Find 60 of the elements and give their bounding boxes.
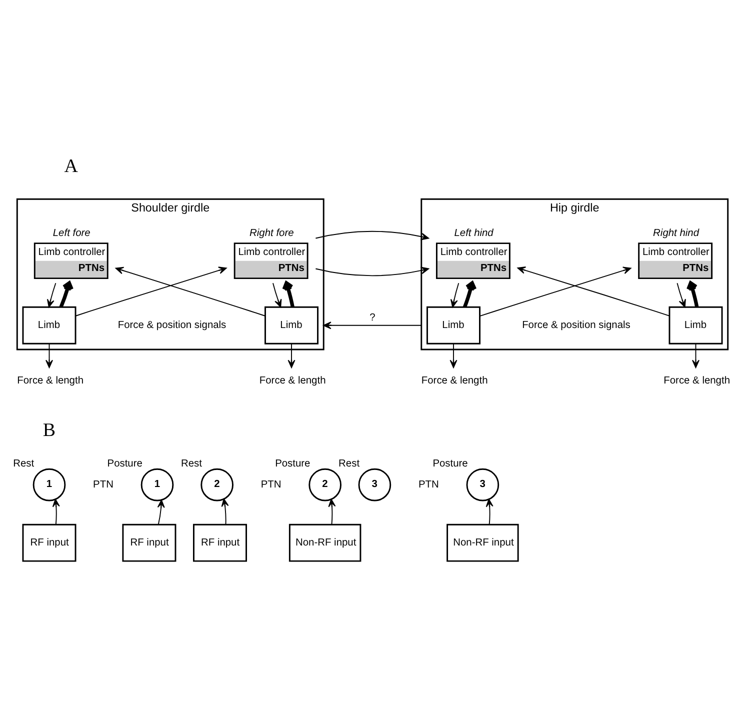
label: Force & position signals xyxy=(522,320,630,332)
label: PTN xyxy=(418,480,439,491)
label: A xyxy=(64,156,78,178)
edge-label: ? xyxy=(370,312,376,324)
node-box: Limb xyxy=(22,306,76,344)
node-label: Posture xyxy=(432,458,468,470)
node-text: Force & length xyxy=(664,376,730,387)
node-box: Limb xyxy=(426,306,480,344)
node-circle: 3 xyxy=(466,468,500,502)
node-label: Right fore xyxy=(250,228,294,240)
node-circle: 1 xyxy=(32,468,66,502)
node-box: Non-RF input xyxy=(288,524,362,562)
node-label: Posture xyxy=(107,458,142,470)
arrow xyxy=(686,281,699,308)
arrow xyxy=(59,281,74,308)
arrow xyxy=(46,282,56,308)
arrow xyxy=(75,266,227,316)
label: B xyxy=(42,420,56,442)
arrow xyxy=(46,343,53,368)
node-box: RF input xyxy=(193,524,247,562)
node-box: RF input xyxy=(122,524,176,562)
node-box: Limb xyxy=(668,306,723,344)
node-label: Rest xyxy=(338,458,360,470)
node-text: Force & length xyxy=(259,376,326,387)
arrow xyxy=(115,266,266,316)
node-circle: 1 xyxy=(140,468,174,502)
arrow xyxy=(676,282,686,308)
arrow xyxy=(315,230,430,276)
label: Force & position signals xyxy=(118,320,226,332)
arrow xyxy=(517,266,670,316)
node-circle: 2 xyxy=(308,468,342,502)
node-box: Non-RF input xyxy=(446,524,519,562)
node-box: RF input xyxy=(22,524,76,562)
arrow xyxy=(323,322,422,330)
arrow xyxy=(692,343,700,368)
node-label: Rest xyxy=(13,458,34,470)
node-label: Rest xyxy=(180,458,202,470)
node-label: Posture xyxy=(275,458,310,470)
arrow xyxy=(288,343,296,368)
arrow xyxy=(450,343,458,368)
node-circle: 3 xyxy=(358,468,392,502)
arrow xyxy=(52,498,60,525)
arrow xyxy=(486,498,494,525)
arrow xyxy=(272,282,282,308)
node-label: Right hind xyxy=(653,228,700,240)
label: PTN xyxy=(93,480,114,491)
node-label: Left hind xyxy=(454,228,494,240)
node-label: Left fore xyxy=(52,228,90,240)
arrow xyxy=(282,281,294,308)
label: PTN xyxy=(260,480,282,491)
node-circle: 2 xyxy=(200,468,234,502)
node-box: Limb xyxy=(264,306,318,344)
arrow xyxy=(479,266,632,317)
arrow xyxy=(462,281,477,308)
arrow xyxy=(450,282,460,308)
arrow xyxy=(328,498,336,525)
arrow xyxy=(221,498,229,525)
node-text: Force & length xyxy=(421,376,488,387)
arrow xyxy=(157,500,165,526)
node-text: Force & length xyxy=(17,376,84,387)
